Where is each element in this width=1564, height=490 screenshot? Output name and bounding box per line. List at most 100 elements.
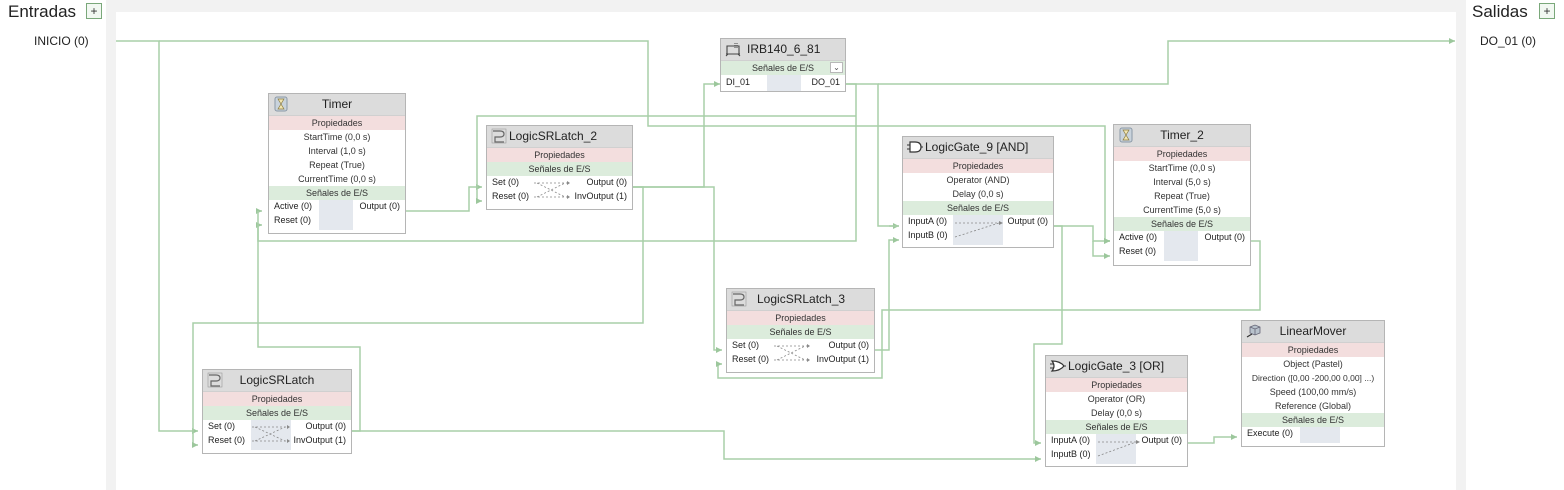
output-port[interactable]: Output (0) [828, 340, 869, 350]
signals-header[interactable]: Señales de E/S [727, 325, 874, 339]
property-item[interactable]: StartTime (0,0 s) [303, 132, 371, 142]
signals-header[interactable]: Señales de E/S ⌄ [721, 61, 845, 75]
input-port[interactable]: InputA (0) [908, 216, 948, 226]
output-port[interactable]: InvOutput (1) [816, 354, 869, 364]
sr-latch-icon [207, 372, 223, 388]
property-item[interactable]: Reference (Global) [1274, 401, 1352, 411]
logic-srlatch-block[interactable]: LogicSRLatch Propiedades Señales de E/S … [202, 369, 352, 454]
output-port[interactable]: Output (0) [359, 201, 400, 211]
input-port[interactable]: DI_01 [726, 77, 751, 87]
block-title: LogicSRLatch_2 [509, 129, 598, 143]
property-item[interactable]: Speed (100,00 mm/s) [1269, 387, 1357, 397]
timer-header[interactable]: Timer [269, 94, 405, 116]
or-gate-icon [1050, 360, 1066, 372]
logic-srlatch-2-block[interactable]: LogicSRLatch_2 Propiedades Señales de E/… [486, 125, 633, 210]
logic-srlatch-3-block[interactable]: LogicSRLatch_3 Propiedades Señales de E/… [726, 288, 875, 373]
property-item[interactable]: Repeat (True) [309, 160, 365, 170]
property-item[interactable]: Interval (1,0 s) [308, 146, 366, 156]
inputs-title: Entradas [8, 2, 77, 21]
output-port[interactable]: Output (0) [586, 177, 627, 187]
signals-header[interactable]: Señales de E/S [1242, 413, 1384, 427]
irb140-controller-block[interactable]: IRB140_6_81 Señales de E/S ⌄ DI_01 DO_01 [720, 38, 846, 92]
srlatch3-header[interactable]: LogicSRLatch_3 [727, 289, 874, 311]
add-input-button[interactable]: + [86, 3, 102, 19]
input-port[interactable]: InputB (0) [1051, 449, 1091, 459]
gate-diagram [1097, 440, 1140, 457]
input-port[interactable]: Reset (0) [1119, 246, 1157, 256]
property-item[interactable]: Interval (5,0 s) [1153, 177, 1211, 187]
outputs-title: Salidas [1472, 2, 1528, 21]
input-port[interactable]: Reset (0) [732, 354, 770, 364]
output-port[interactable]: InvOutput (1) [293, 435, 346, 445]
add-output-button[interactable]: + [1539, 3, 1555, 19]
gate9-header[interactable]: LogicGate_9 [AND] [903, 137, 1053, 159]
hourglass-icon [274, 96, 288, 112]
block-title: Timer_2 [1160, 128, 1204, 142]
timer-2-block[interactable]: Timer_2 Propiedades StartTime (0,0 s) In… [1113, 124, 1251, 266]
output-port[interactable]: Output (0) [1204, 232, 1245, 242]
signals-header[interactable]: Señales de E/S [1046, 420, 1187, 434]
property-item[interactable]: StartTime (0,0 s) [1148, 163, 1216, 173]
latch-diagram [534, 181, 570, 199]
property-item[interactable]: Operator (AND) [946, 175, 1010, 185]
property-item[interactable]: Direction ([0,00 -200,00 0,00] ...) [1251, 373, 1375, 383]
output-port[interactable]: DO_01 [811, 77, 840, 87]
timer2-header[interactable]: Timer_2 [1114, 125, 1250, 147]
block-title: LinearMover [1279, 324, 1347, 338]
input-port[interactable]: Set (0) [492, 177, 520, 187]
signals-header[interactable]: Señales de E/S [269, 186, 405, 200]
block-title: LogicGate_9 [AND] [925, 140, 1029, 154]
property-item[interactable]: Delay (0,0 s) [1090, 408, 1143, 418]
properties-header[interactable]: Propiedades [727, 311, 874, 325]
linear-mover-block[interactable]: LinearMover Propiedades Object (Pastel) … [1241, 320, 1385, 447]
input-port[interactable]: InputA (0) [1051, 435, 1091, 445]
properties-header[interactable]: Propiedades [1046, 378, 1187, 392]
block-title: Timer [321, 97, 353, 111]
input-port[interactable]: Reset (0) [492, 191, 530, 201]
input-port[interactable]: Reset (0) [274, 215, 312, 225]
properties-header[interactable]: Propiedades [903, 159, 1053, 173]
input-port[interactable]: InputB (0) [908, 230, 948, 240]
gate3-header[interactable]: LogicGate_3 [OR] [1046, 356, 1187, 378]
signals-label: Señales de E/S [751, 63, 815, 73]
mover-header[interactable]: LinearMover [1242, 321, 1384, 343]
output-port[interactable]: InvOutput (1) [574, 191, 627, 201]
properties-header[interactable]: Propiedades [1242, 343, 1384, 357]
input-port[interactable]: Active (0) [274, 201, 313, 211]
property-item[interactable]: Object (Pastel) [1283, 359, 1343, 369]
signals-header[interactable]: Señales de E/S [203, 406, 351, 420]
input-port[interactable]: Execute (0) [1247, 428, 1294, 438]
srlatch2-header[interactable]: LogicSRLatch_2 [487, 126, 632, 148]
signals-header[interactable]: Señales de E/S [903, 201, 1053, 215]
output-port[interactable]: Output (0) [305, 421, 346, 431]
timer-block[interactable]: Timer Propiedades StartTime (0,0 s) Inte… [268, 93, 406, 234]
chevron-down-icon[interactable]: ⌄ [830, 62, 843, 73]
logic-gate-9-block[interactable]: LogicGate_9 [AND] Propiedades Operator (… [902, 136, 1054, 248]
properties-header[interactable]: Propiedades [203, 392, 351, 406]
property-item[interactable]: Repeat (True) [1154, 191, 1210, 201]
signals-header[interactable]: Señales de E/S [487, 162, 632, 176]
output-port[interactable]: Output (0) [1007, 216, 1048, 226]
properties-header[interactable]: Propiedades [487, 148, 632, 162]
properties-header[interactable]: Propiedades [269, 116, 405, 130]
output-signal-do01[interactable]: DO_01 (0) [1480, 34, 1537, 48]
input-signal-inicio[interactable]: INICIO (0) [34, 34, 89, 48]
input-port[interactable]: Set (0) [208, 421, 236, 431]
properties-header[interactable]: Propiedades [1114, 147, 1250, 161]
robot-controller-icon [725, 43, 741, 57]
sr-latch-icon [731, 291, 747, 307]
property-item[interactable]: Operator (OR) [1087, 394, 1146, 404]
property-item[interactable]: CurrentTime (0,0 s) [298, 174, 376, 184]
property-item[interactable]: Delay (0,0 s) [952, 189, 1004, 199]
signals-header[interactable]: Señales de E/S [1114, 217, 1250, 231]
block-title: LogicGate_3 [OR] [1068, 359, 1165, 373]
signal-divider [1096, 434, 1136, 464]
logic-gate-3-block[interactable]: LogicGate_3 [OR] Propiedades Operator (O… [1045, 355, 1188, 467]
irb-header[interactable]: IRB140_6_81 [721, 39, 845, 61]
output-port[interactable]: Output (0) [1141, 435, 1182, 445]
input-port[interactable]: Set (0) [732, 340, 760, 350]
property-item[interactable]: CurrentTime (5,0 s) [1143, 205, 1221, 215]
input-port[interactable]: Active (0) [1119, 232, 1158, 242]
input-port[interactable]: Reset (0) [208, 435, 246, 445]
srlatch-header[interactable]: LogicSRLatch [203, 370, 351, 392]
